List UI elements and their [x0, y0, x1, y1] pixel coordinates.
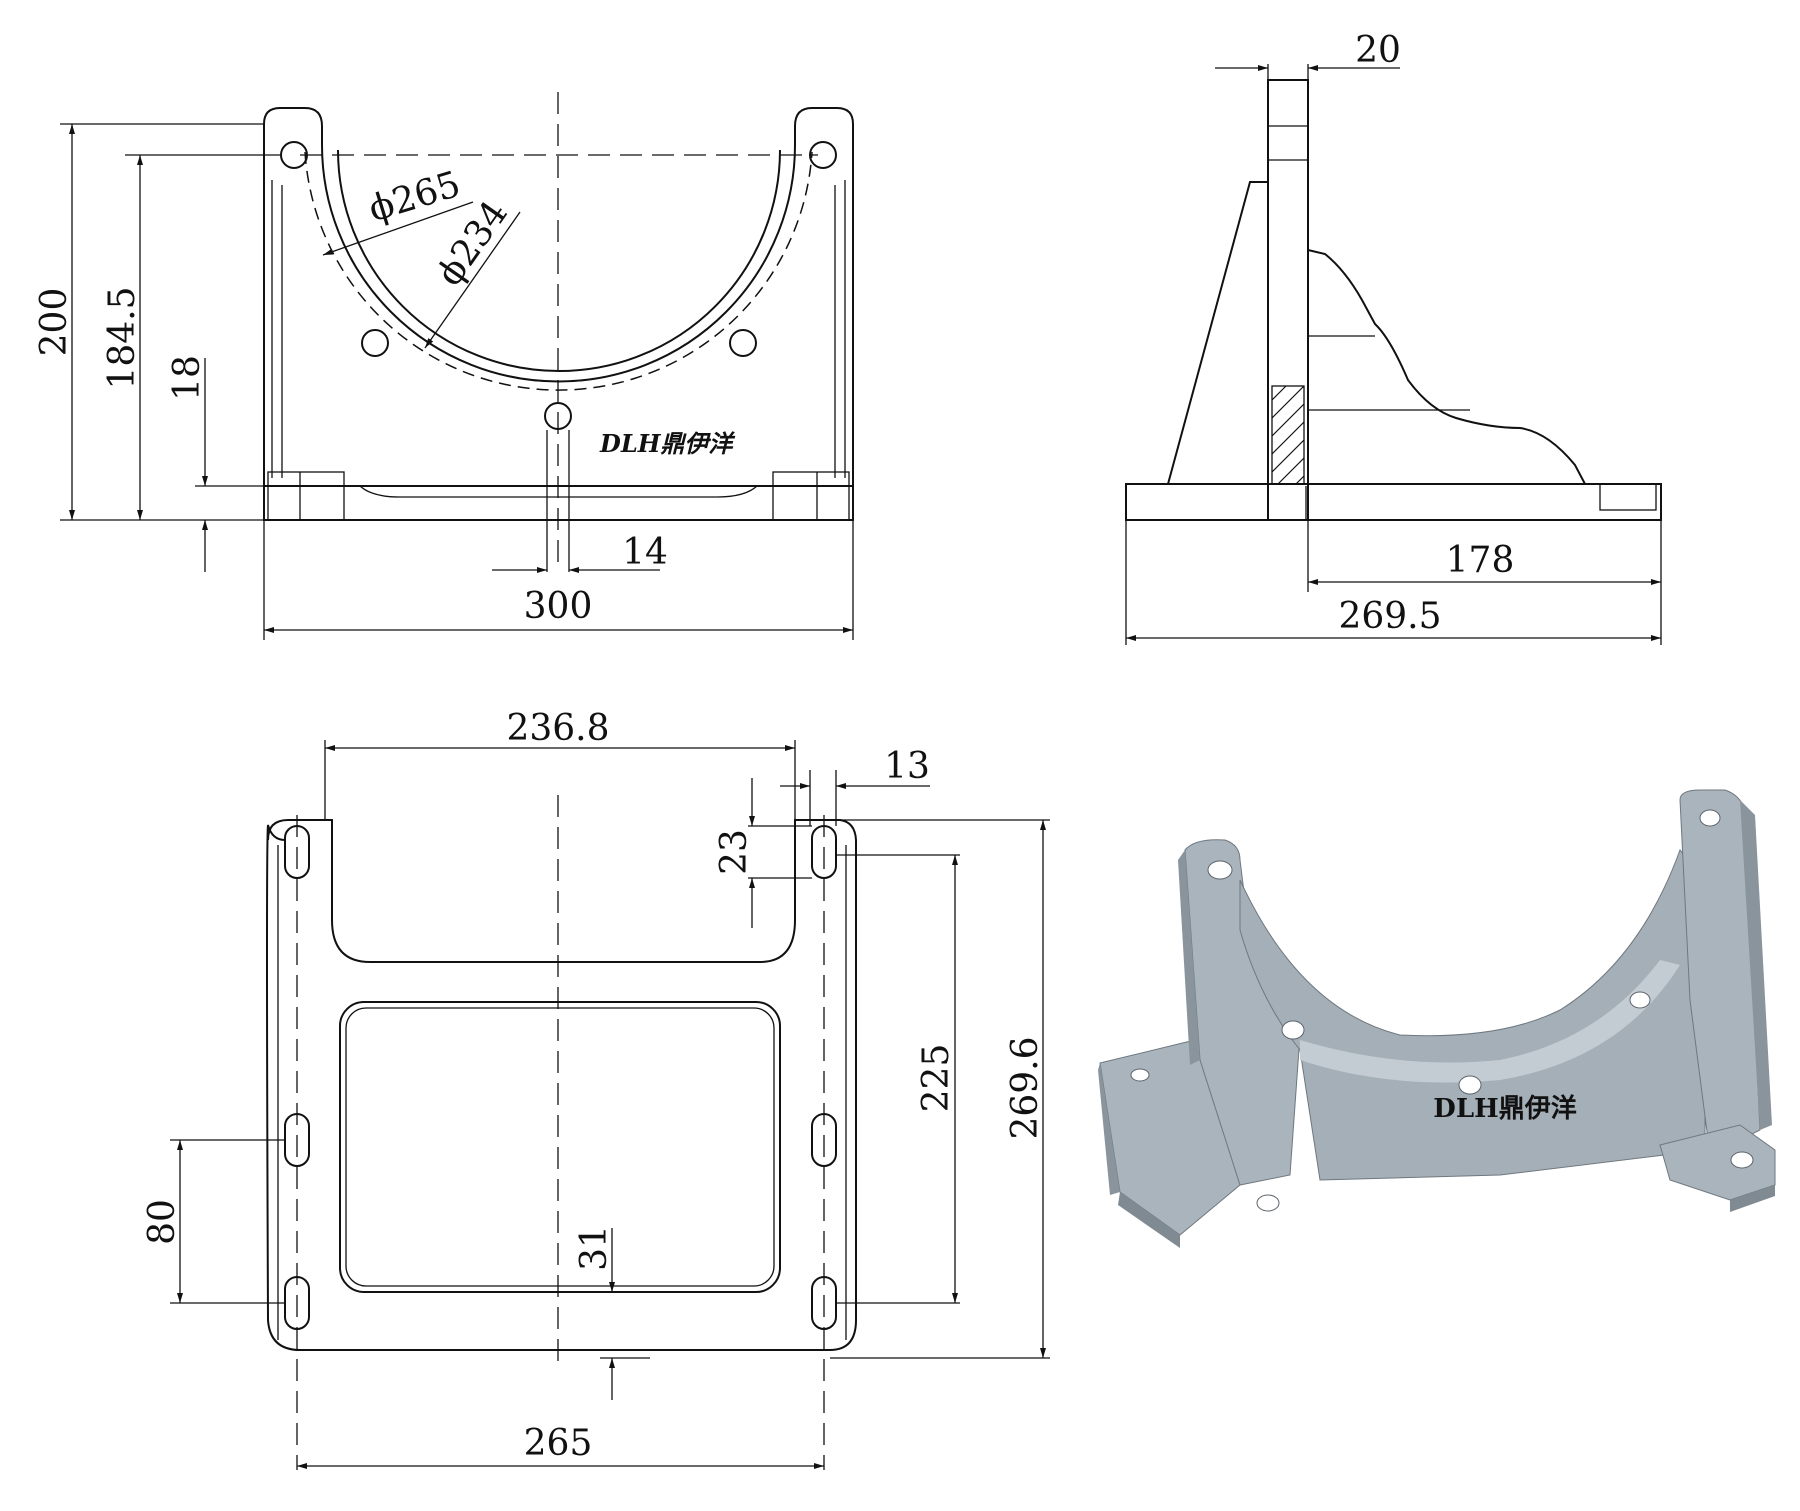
dim-base-depth: 178: [1446, 540, 1515, 581]
dim-outer-diameter: ϕ265: [364, 164, 465, 230]
foot-pad-right: [772, 471, 850, 521]
dim-leader-outer-diameter: [322, 201, 474, 256]
dim-slot-length: 23: [714, 829, 755, 875]
iso-hole-1: [1207, 860, 1233, 880]
dim-slot-spacing-short: 80: [142, 1199, 183, 1245]
dim-overall-depth: 269.6: [1005, 1036, 1046, 1139]
iso-hole-8: [1730, 1151, 1754, 1169]
top-window-inner: [345, 1007, 775, 1287]
dim-overall-length: 269.5: [1338, 596, 1441, 637]
logo-text: DLH鼎伊洋: [599, 429, 735, 458]
iso-hole-4: [1629, 991, 1651, 1009]
mounting-hole-top-right: [809, 141, 837, 169]
iso-hole-5: [1458, 1075, 1482, 1095]
side-base-plate: [1125, 483, 1662, 521]
top-view: 236.8 13 23 225 269.6 80 31 265: [142, 708, 1050, 1470]
dim-cutout-width: 236.8: [506, 708, 609, 749]
dim-foot-height: 18: [167, 355, 208, 401]
dim-slot-spacing-long: 225: [916, 1044, 957, 1113]
dim-edge-to-window: 31: [574, 1225, 615, 1271]
dim-bottom-slot-width: 14: [622, 532, 668, 573]
side-rib-right: [1307, 249, 1586, 485]
iso-hole-2: [1699, 809, 1721, 827]
mounting-hole-mid-right: [729, 329, 757, 357]
dim-plate-thickness: 20: [1355, 30, 1401, 71]
iso-cradle-inner: [1300, 960, 1680, 1083]
side-foot-pocket: [1599, 483, 1657, 511]
front-view: DLH鼎伊洋 200 184.5 18 ϕ265 ϕ234 14 300: [34, 92, 854, 640]
side-view: 20 178 269.5: [1125, 30, 1662, 645]
iso-hole-6: [1130, 1068, 1150, 1082]
iso-hole-7: [1256, 1194, 1280, 1212]
iso-logo-text: DLH鼎伊洋: [1433, 1093, 1576, 1124]
side-vertical-plate: [1267, 79, 1309, 521]
dim-slot-spacing-wide: 265: [524, 1423, 593, 1464]
section-hatch: [1271, 385, 1305, 485]
mounting-hole-mid-left: [361, 329, 389, 357]
dim-overall-width: 300: [524, 586, 593, 627]
top-window: [339, 1001, 781, 1293]
top-view-outline: [266, 819, 857, 1351]
side-rib-left: [1167, 181, 1268, 485]
bearing-arc-inner: [337, 149, 781, 372]
dim-leader-inner-diameter: [424, 211, 521, 349]
front-view-outline: [263, 107, 854, 521]
dim-overall-height: 200: [34, 288, 75, 357]
iso-hole-3: [1281, 1020, 1305, 1040]
iso-cradle-front: [1239, 849, 1706, 1181]
dim-slot-offset: 13: [884, 746, 930, 787]
foot-pad-left: [267, 471, 345, 521]
isometric-view: DLH鼎伊洋: [1098, 789, 1776, 1248]
dim-hole-center-height: 184.5: [102, 286, 143, 389]
